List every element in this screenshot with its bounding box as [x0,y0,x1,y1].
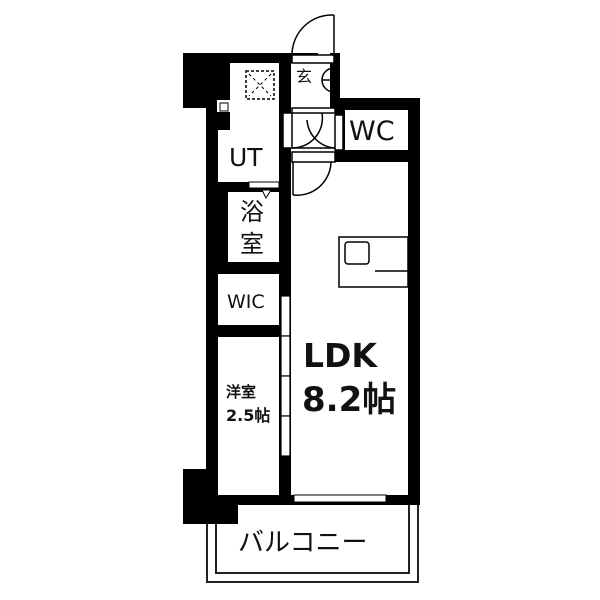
western-room-size: 2.5帖 [226,406,271,425]
wic-label: WIC [227,291,265,313]
balcony-label: バルコニー [238,528,368,558]
shoe-closet-doors [321,67,335,93]
utility-label: UT [229,143,263,172]
entrance-door[interactable] [291,14,335,64]
sliding-partition[interactable] [280,295,291,457]
toilet-label: WC [349,116,395,147]
bathroom-label-1: 浴 [240,198,264,226]
hall-doors[interactable] [282,107,344,196]
balcony-window [293,494,387,503]
bathroom-label-2: 室 [240,230,264,258]
washer-pan [245,70,275,100]
bath-door-marker [261,189,272,200]
ldk-label: LDK [303,336,377,375]
ldk-size: 8.2帖 [302,380,397,420]
kitchen-counter [338,236,409,288]
western-room-label: 洋室 [226,383,257,401]
entrance-label: 玄 [296,67,313,86]
